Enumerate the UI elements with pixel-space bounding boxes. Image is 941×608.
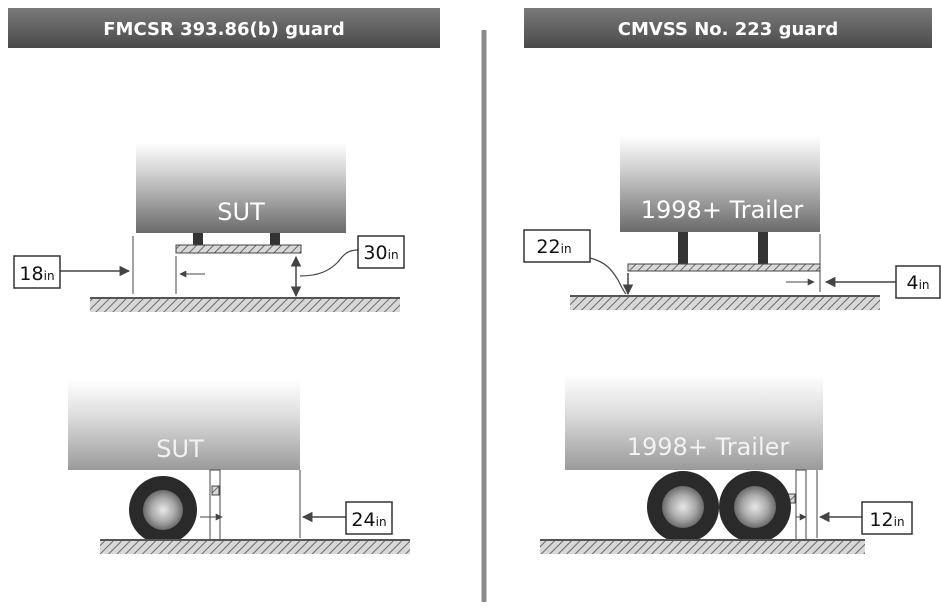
svg-text:12in: 12in (869, 509, 904, 531)
label-24in: 24in (345, 501, 393, 535)
guard-plate (211, 485, 220, 496)
right-top-vehicle-label: 1998+ Trailer (641, 196, 804, 224)
sut-body (136, 143, 346, 233)
label-value: 30 (363, 242, 387, 264)
label-unit: in (894, 515, 905, 529)
right-top-diagram: 1998+ Trailer 22in 4in (523, 136, 941, 310)
label-value: 4 (906, 272, 918, 294)
rear-guard (175, 244, 302, 254)
label-22in: 22in (523, 229, 591, 263)
label-12in: 12in (861, 501, 913, 535)
left-panel: FMCSR 393.86(b) guard SUT 18in (8, 8, 440, 554)
left-bottom-diagram: SUT 24in (68, 380, 410, 554)
label-4in: 4in (895, 265, 941, 299)
ground (540, 540, 865, 554)
guard-bracket (678, 232, 688, 264)
label-value: 24 (351, 509, 375, 531)
left-bottom-vehicle-label: SUT (156, 435, 204, 463)
right-bottom-diagram: 1998+ Trailer 12in (540, 375, 913, 554)
svg-text:24in: 24in (351, 509, 386, 531)
right-bottom-vehicle-label: 1998+ Trailer (627, 433, 790, 461)
ground (570, 296, 880, 310)
trailer-body (620, 136, 820, 232)
guard-bracket (270, 233, 280, 245)
sut-body (68, 380, 300, 470)
right-header: CMVSS No. 223 guard (524, 8, 932, 48)
ground (90, 298, 400, 312)
label-30in: 30in (357, 235, 405, 269)
rear-guard (627, 263, 821, 272)
left-header-title: FMCSR 393.86(b) guard (103, 19, 345, 40)
left-top-vehicle-label: SUT (217, 198, 265, 226)
label-unit: in (376, 515, 387, 529)
svg-text:18in: 18in (19, 263, 54, 285)
guard-bracket (758, 232, 768, 264)
svg-text:4in: 4in (906, 272, 929, 294)
wheel (647, 471, 719, 543)
leader-22in (589, 257, 627, 295)
label-unit: in (388, 248, 399, 262)
left-header: FMCSR 393.86(b) guard (8, 8, 440, 48)
right-header-title: CMVSS No. 223 guard (618, 19, 838, 40)
svg-text:22in: 22in (536, 236, 571, 258)
label-unit: in (561, 242, 572, 256)
label-unit: in (44, 269, 55, 283)
svg-text:30in: 30in (363, 242, 398, 264)
label-value: 12 (869, 509, 893, 531)
label-value: 22 (536, 236, 560, 258)
guard-post (209, 469, 221, 543)
ground (100, 540, 410, 554)
leader-30in (299, 249, 359, 277)
wheel (129, 476, 197, 544)
guard-bracket (193, 233, 203, 245)
left-top-diagram: SUT 18in 30in (13, 143, 405, 312)
guard-post (795, 469, 807, 543)
label-unit: in (919, 278, 930, 292)
label-value: 18 (19, 263, 43, 285)
right-panel: CMVSS No. 223 guard 1998+ Trailer 22in (523, 8, 941, 554)
label-18in: 18in (13, 255, 61, 289)
trailer-body (565, 375, 823, 470)
wheel (719, 471, 791, 543)
